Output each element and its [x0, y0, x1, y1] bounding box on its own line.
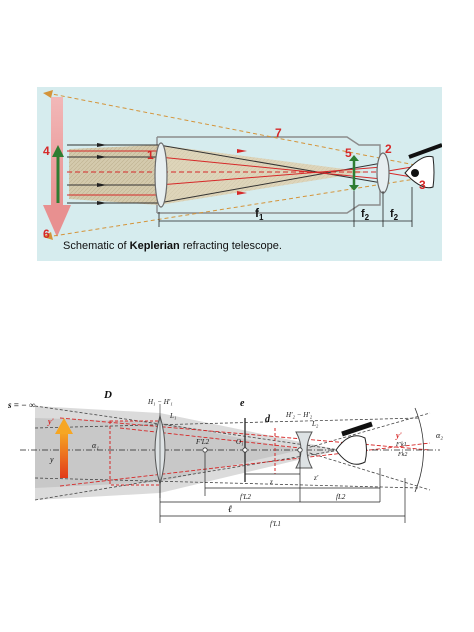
objective-lens [154, 142, 168, 208]
keplerian-telescope-figure: 4 6 1 7 5 2 3 f1 f2 f2 Schematic of Kepl… [37, 87, 442, 261]
label-z: z [269, 478, 273, 486]
label-fL1: f'L1 [270, 520, 281, 528]
image-arrow [349, 155, 359, 191]
dim-f1: f1 [255, 206, 264, 222]
label-4: 4 [43, 144, 50, 158]
label-alpha2: α₂ [436, 431, 443, 440]
label-O1: O₁ [236, 438, 244, 446]
label-alpha1: α₁ [92, 441, 99, 450]
label-fL2: fL2 [336, 493, 346, 501]
dimension-lines [159, 453, 406, 523]
dimension-lines [158, 187, 413, 227]
label-2: 2 [385, 142, 392, 156]
label-L1: L₁ [169, 412, 176, 420]
object-arrow [55, 418, 73, 478]
dim-f2-b: f2 [390, 208, 399, 222]
label-y2: y' [395, 431, 403, 440]
label-l: ℓ [228, 504, 232, 515]
label-fL2-prime: f'L2 [240, 493, 251, 501]
object-green-arrow [52, 145, 64, 203]
label-Fk1: F'k1 [395, 442, 407, 448]
label-L2: L₂ [311, 420, 319, 428]
label-FL2: F'L2 [195, 438, 210, 446]
label-H2: H'₂ − H'₂ [285, 411, 313, 419]
label-z-prime: z' [313, 474, 319, 482]
label-7: 7 [275, 126, 282, 140]
label-Fk2: Fk2 [397, 452, 407, 458]
label-1: 1 [147, 148, 154, 162]
figure-caption: Schematic of Keplerian refracting telesc… [63, 240, 282, 252]
label-3: 3 [419, 178, 426, 192]
telescope-optics-figure: s = − ∞ D H₁ − H'₁ L₁ e d H'₂ − H'₂ L₂ y… [0, 378, 474, 528]
dashed-rays [34, 405, 431, 501]
label-y: y [49, 455, 54, 464]
label-y-prime: y' [47, 417, 55, 426]
angle-arc [414, 407, 424, 493]
eyepiece-lens [376, 152, 390, 194]
eye-icon [404, 143, 442, 189]
light-rays [67, 143, 413, 205]
label-d: d [265, 414, 271, 425]
optics-diagram: s = − ∞ D H₁ − H'₁ L₁ e d H'₂ − H'₂ L₂ y… [7, 389, 443, 528]
label-5: 5 [345, 146, 352, 160]
eye-icon [335, 421, 373, 465]
label-e: e [240, 398, 245, 409]
keplerian-diagram: 4 6 1 7 5 2 3 f1 f2 f2 [43, 90, 442, 241]
label-6: 6 [43, 227, 50, 241]
label-s: s = − ∞ [7, 400, 35, 410]
dim-f2-a: f2 [361, 208, 370, 222]
label-H1: H₁ − H'₁ [147, 398, 173, 406]
label-D: D [103, 389, 112, 401]
